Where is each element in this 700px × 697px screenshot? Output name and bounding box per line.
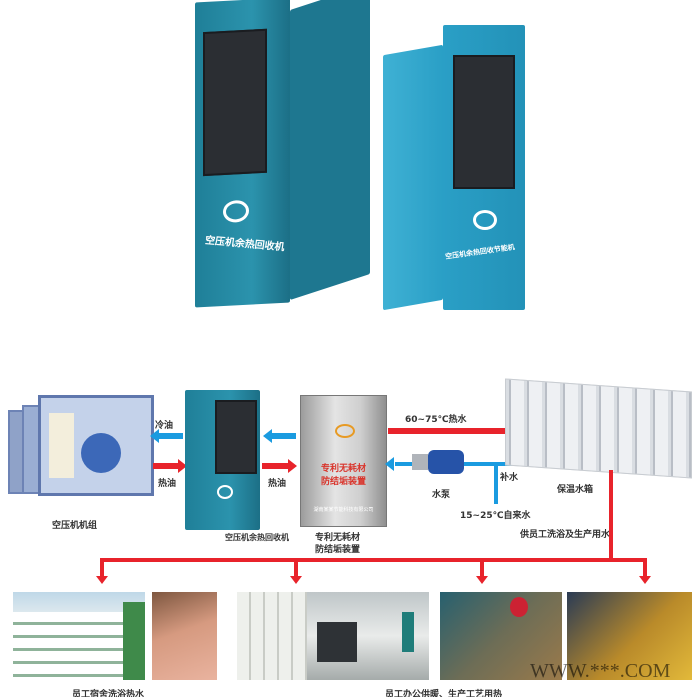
- device-company: 湖南某某节能科技有限公司: [313, 507, 374, 513]
- photo-office: [307, 592, 429, 680]
- brand-logo-icon: [473, 210, 497, 230]
- water-pump-icon: [412, 450, 467, 474]
- insulated-water-tank: [505, 378, 692, 479]
- photo-radiator: [237, 592, 307, 680]
- compressor-label: 空压机机组: [52, 521, 98, 531]
- photo-shower: [152, 592, 217, 680]
- air-compressor-group: [8, 395, 154, 496]
- device-text-2: 防结垢装置: [320, 477, 366, 487]
- recovery-unit-right: [383, 44, 443, 311]
- caption-dormitory-hot-water: 员工宿舍洗浴热水: [72, 690, 145, 697]
- return-arrow: [271, 433, 296, 439]
- recovery-unit-right-front: 空压机余热回收节能机: [443, 25, 525, 310]
- recovery-unit-left: 空压机余热回收机: [195, 0, 290, 308]
- photo-welding: [567, 592, 692, 680]
- hot-water-label: 60~75℃热水: [405, 415, 467, 425]
- control-panel: [215, 400, 257, 474]
- photo-dormitory: [13, 592, 145, 680]
- tap-water-pipe: [494, 466, 498, 504]
- device-caption-2: 防结垢装置: [315, 545, 361, 555]
- recovery-unit-label: 空压机余热回收机: [225, 533, 289, 542]
- brand-logo-icon: [335, 424, 355, 438]
- hot-oil-label-left: 热油: [158, 479, 177, 489]
- caption-heating-process: 员工办公供暖、生产工艺用热: [385, 690, 503, 697]
- recovery-unit-diagram: [185, 390, 260, 530]
- photo-factory: [440, 592, 562, 680]
- watermark: WWW.***.COM: [530, 660, 671, 682]
- cold-oil-label: 冷油: [155, 421, 174, 431]
- control-panel: [453, 55, 515, 189]
- supply-note: 供员工洗浴及生产用水: [520, 530, 611, 540]
- recovery-unit-left-side: [290, 0, 370, 301]
- fan-icon: [81, 433, 121, 473]
- distribution-pipe: [100, 558, 645, 562]
- unit-left-label: 空压机余热回收机: [204, 235, 286, 254]
- hot-oil-label-right: 热油: [268, 479, 287, 489]
- device-text-1: 专利无耗材: [320, 464, 366, 474]
- hot-water-pipe: [388, 428, 506, 434]
- tank-label: 保温水箱: [557, 485, 594, 495]
- anti-scaling-device: 专利无耗材 防结垢装置 湖南某某节能科技有限公司: [300, 395, 387, 527]
- brand-logo-icon: [223, 199, 249, 224]
- brand-logo-icon: [217, 485, 233, 499]
- device-caption-1: 专利无耗材: [315, 533, 361, 543]
- control-panel: [203, 28, 267, 177]
- pump-label: 水泵: [432, 490, 451, 500]
- hot-oil-arrow: [153, 463, 178, 469]
- cold-oil-arrow: [158, 433, 183, 439]
- makeup-water-label: 补水: [500, 473, 519, 483]
- supply-riser: [609, 470, 613, 560]
- hot-oil-arrow-2: [262, 463, 288, 469]
- unit-right-label: 空压机余热回收节能机: [444, 243, 516, 261]
- tap-water-label: 15~25℃自来水: [460, 511, 531, 521]
